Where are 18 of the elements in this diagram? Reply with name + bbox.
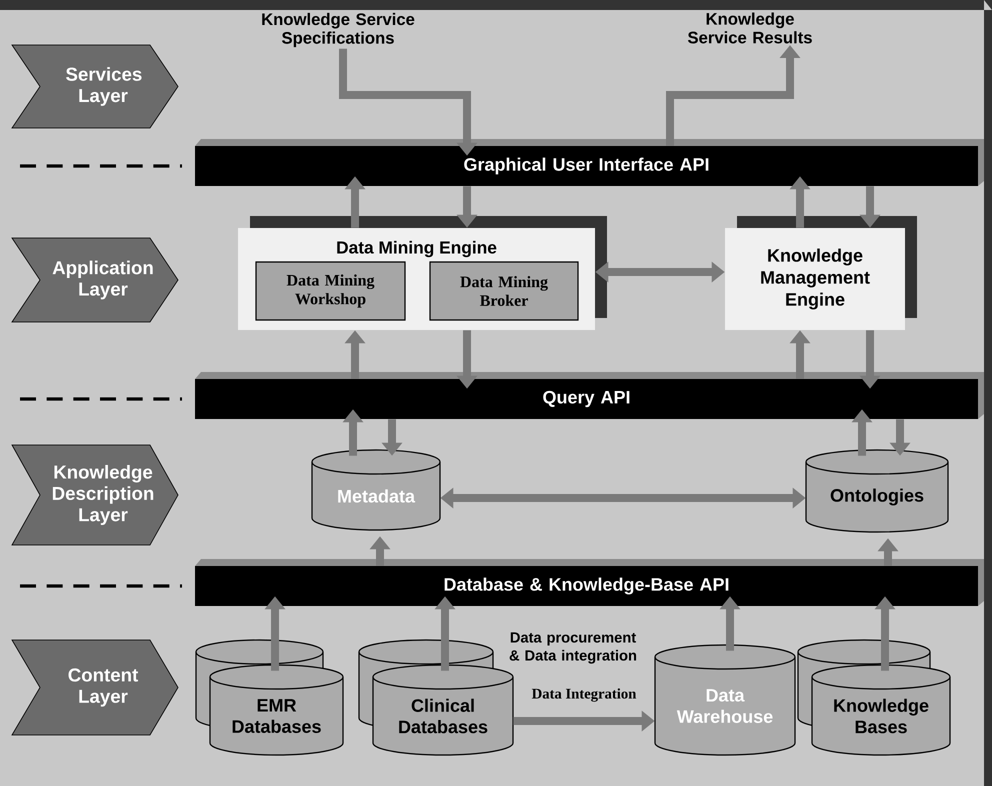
api-bar: Query API <box>195 372 984 419</box>
api-bar: Database & Knowledge-Base API <box>195 559 984 606</box>
database-cylinder: Metadata <box>311 449 441 531</box>
component-box: Data Mining Broker <box>429 261 579 321</box>
component-box: Data Mining Workshop <box>255 261 406 321</box>
api-bar: Graphical User Interface API <box>195 139 984 186</box>
database-cylinder: Ontologies <box>805 449 949 533</box>
layer-chevron: Application Layer <box>11 238 178 322</box>
layer-chevron: Content Layer <box>11 640 178 736</box>
layer-chevron: Knowledge Description Layer <box>11 444 178 546</box>
database-stack: EMR Databases <box>195 639 344 756</box>
annotation-text: Knowledge Service Results <box>688 12 812 44</box>
engine-box: Knowledge Management Engine <box>725 216 917 330</box>
database-stack: Knowledge Bases <box>797 639 951 756</box>
annotation-text: Knowledge Service Specifications <box>262 12 414 48</box>
database-cylinder: Data Warehouse <box>654 644 796 756</box>
edge-label: Data Integration <box>530 686 638 704</box>
layer-chevron: Services Layer <box>11 44 178 128</box>
